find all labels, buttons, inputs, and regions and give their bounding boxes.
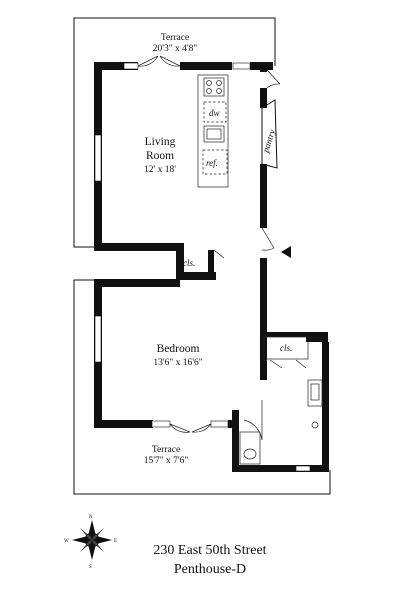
bedroom-closet-label: cls. <box>280 343 292 353</box>
compass-east: E <box>114 539 117 544</box>
dishwasher-label: dw <box>209 108 220 118</box>
kitchen-counter: dw ref. <box>197 74 229 188</box>
terrace-bottom-outline <box>73 279 331 495</box>
terrace-top-dims: 20'3" x 4'8" <box>153 44 198 54</box>
living-room-name-line2: Room <box>146 150 174 162</box>
living-room-name-line1: Living <box>145 136 176 148</box>
terrace-top-outline <box>73 17 276 248</box>
compass-rose-icon: N S E W <box>64 515 117 570</box>
terrace-top-name: Terrace <box>161 33 189 43</box>
pantry: pantry <box>260 99 278 169</box>
terrace-bottom-name: Terrace <box>152 445 180 455</box>
terrace-bottom-doors <box>169 423 212 433</box>
compass-north: N <box>89 515 93 520</box>
address-unit: Penthouse-D <box>174 562 246 577</box>
address-street: 230 East 50th Street <box>153 543 266 558</box>
refrigerator-label: ref. <box>206 158 218 168</box>
living-room-dims: 12' x 18' <box>144 165 176 175</box>
compass-south: S <box>89 565 92 570</box>
bedroom-closet: cls. <box>262 332 312 369</box>
hall-closet: cls. <box>176 243 225 280</box>
entry-arrow-icon <box>281 246 291 258</box>
bathroom <box>232 332 329 472</box>
bedroom-name: Bedroom <box>157 343 200 355</box>
terrace-top-doors <box>137 55 181 67</box>
hall-closet-label: cls. <box>183 258 195 268</box>
compass-west: W <box>64 539 69 544</box>
bedroom-dims: 13'6" x 16'6" <box>153 358 202 368</box>
living-room-walls <box>94 62 273 251</box>
entry-door <box>260 227 275 268</box>
kitchen-door <box>260 62 281 89</box>
terrace-bottom-dims: 15'7" x 7'6" <box>144 456 189 466</box>
pantry-label: pantry <box>260 128 277 154</box>
